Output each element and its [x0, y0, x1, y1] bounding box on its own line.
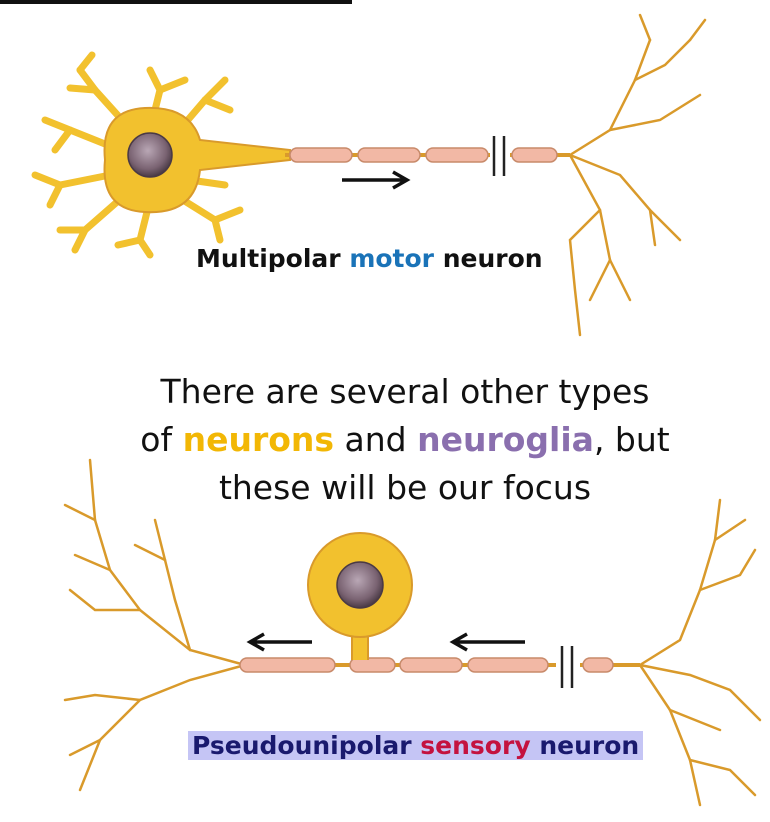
neuroglia-keyword: neuroglia: [417, 420, 594, 459]
focus-line-2: of neurons and neuroglia, but: [140, 420, 670, 459]
motor-neuron-label: Multipolar motor neuron: [196, 244, 543, 273]
sensory-neuron: [63, 458, 762, 807]
motor-label-pre: Multipolar: [196, 244, 350, 273]
sensory-arrow-left-icon: [246, 632, 312, 652]
sensory-keyword: sensory: [420, 731, 531, 760]
sensory-right-branches: [638, 498, 762, 807]
motor-axon: [285, 136, 570, 176]
focus-statement: There are several other types of neurons…: [100, 368, 710, 512]
motor-label-post: neuron: [434, 244, 543, 273]
top-divider-line: [0, 0, 352, 4]
motor-neuron: [31, 13, 707, 337]
sensory-left-branches: [63, 458, 247, 792]
sensory-axon: [239, 646, 640, 688]
sensory-label-pre: Pseudounipolar: [192, 731, 421, 760]
focus-line-1: There are several other types: [160, 372, 650, 411]
motor-axon-terminals: [568, 13, 707, 337]
sensory-nucleus: [336, 561, 384, 609]
motor-direction-arrow-icon: [342, 170, 411, 190]
motor-nucleus: [127, 132, 173, 178]
sensory-label-post: neuron: [530, 731, 640, 760]
neurons-keyword: neurons: [182, 420, 335, 459]
sensory-neuron-label: Pseudounipolar sensory neuron: [188, 731, 644, 760]
motor-keyword: motor: [349, 244, 434, 273]
focus-line-3: these will be our focus: [218, 468, 592, 507]
sensory-arrow-right-icon: [449, 632, 525, 652]
